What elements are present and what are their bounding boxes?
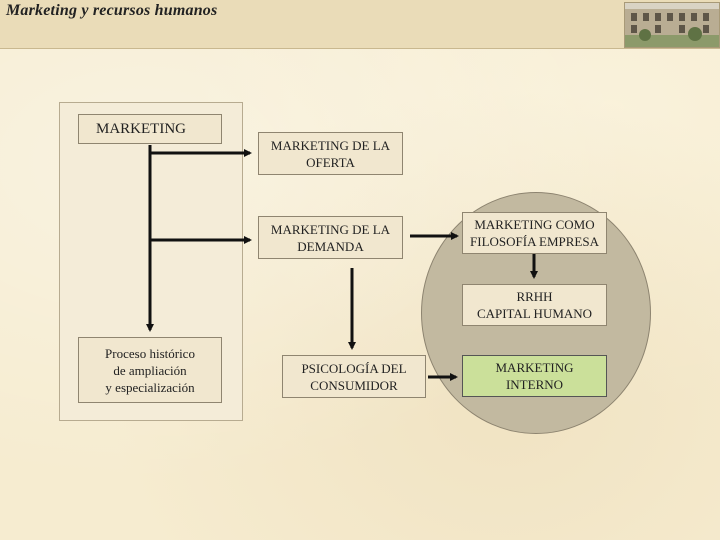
box-psicologia-label: PSICOLOGÍA DEL CONSUMIDOR <box>301 360 407 393</box>
box-psicologia: PSICOLOGÍA DEL CONSUMIDOR <box>282 355 426 398</box>
box-proceso-label: Proceso histórico de ampliación y especi… <box>105 345 195 395</box>
box-proceso: Proceso histórico de ampliación y especi… <box>78 337 222 403</box>
box-oferta-label: MARKETING DE LA OFERTA <box>270 137 391 170</box>
box-oferta: MARKETING DE LA OFERTA <box>258 132 403 175</box>
box-marketing-label: MARKETING <box>96 120 186 137</box>
slide-title: Marketing y recursos humanos <box>6 2 218 19</box>
building-photo <box>624 2 720 48</box>
box-rrhh-label: RRHH CAPITAL HUMANO <box>476 289 593 321</box>
box-marketing: MARKETING <box>78 114 222 144</box>
header-bar: Marketing y recursos humanos <box>0 0 720 49</box>
box-interno-label: MARKETING INTERNO <box>495 360 574 392</box>
box-filosofia-label: MARKETING COMO FILOSOFÍA EMPRESA <box>470 217 599 249</box>
box-rrhh: RRHH CAPITAL HUMANO <box>462 284 607 326</box>
box-filosofia: MARKETING COMO FILOSOFÍA EMPRESA <box>462 212 607 254</box>
box-interno: MARKETING INTERNO <box>462 355 607 397</box>
box-demanda: MARKETING DE LA DEMANDA <box>258 216 403 259</box>
box-demanda-label: MARKETING DE LA DEMANDA <box>270 221 391 254</box>
